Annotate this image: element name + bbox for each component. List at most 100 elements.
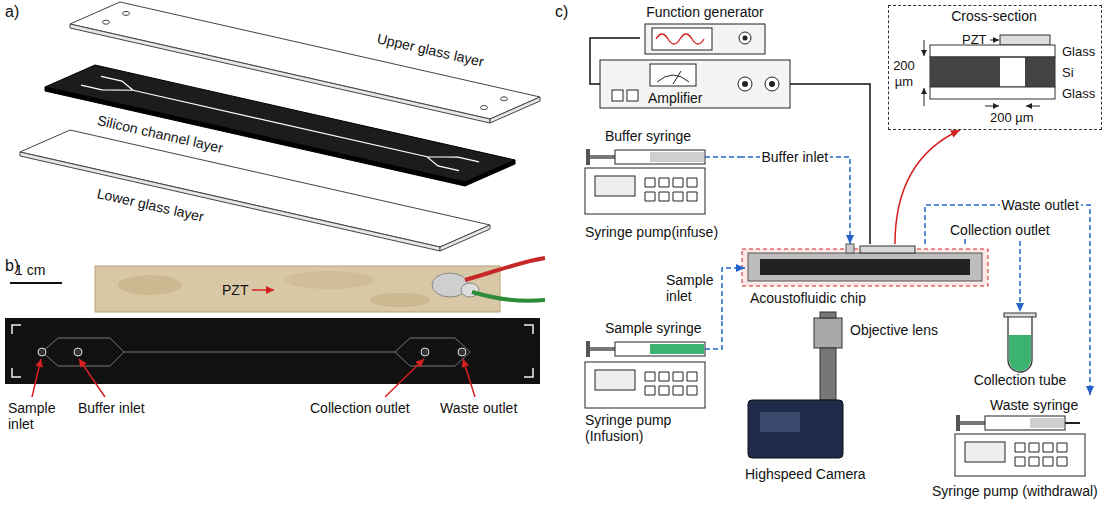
pzt-photo bbox=[95, 266, 500, 312]
node-label: Cross-section bbox=[894, 8, 1094, 24]
plunger-rod bbox=[960, 421, 985, 425]
knob bbox=[738, 77, 752, 91]
connector bbox=[590, 38, 640, 84]
tube-outline bbox=[1008, 317, 1032, 372]
syringe-barrel bbox=[615, 342, 705, 356]
annotation-label: 1 cm bbox=[15, 262, 45, 278]
pump-buttons bbox=[645, 372, 697, 395]
port bbox=[74, 348, 82, 356]
gauge-needle bbox=[657, 71, 689, 84]
annotation-label: Objective lens bbox=[850, 322, 938, 338]
syringe-tip bbox=[1065, 422, 1080, 424]
dimension-arrow bbox=[1026, 106, 1040, 107]
annotation-label: PZT bbox=[222, 282, 248, 298]
tube-fluid bbox=[1009, 335, 1031, 371]
arrow-head bbox=[736, 264, 745, 272]
annotation-label: PZT bbox=[962, 32, 987, 48]
tubing bbox=[705, 320, 722, 349]
cs-glass bbox=[930, 87, 1055, 99]
chip-channel bbox=[42, 338, 470, 366]
equipment-node: Amplifier bbox=[600, 60, 790, 108]
connector-line bbox=[965, 230, 1020, 312]
cs-silicon bbox=[1025, 57, 1055, 87]
chip-body bbox=[748, 253, 982, 281]
arrow-head bbox=[1086, 386, 1094, 395]
tube-rim bbox=[1004, 313, 1036, 317]
equipment-node: Buffer syringeSyringe pump(infuse) bbox=[575, 128, 740, 242]
knob bbox=[743, 36, 748, 41]
annotation-label: 200 µm bbox=[990, 110, 1034, 126]
pump-buttons bbox=[645, 178, 697, 201]
pump-display bbox=[595, 176, 635, 196]
annotation-label: 200 µm bbox=[891, 58, 917, 90]
node-label: Waste syringe bbox=[990, 397, 1078, 413]
port bbox=[421, 348, 429, 356]
knob bbox=[739, 32, 751, 44]
connector bbox=[740, 157, 854, 244]
pointer-arrow bbox=[990, 40, 999, 41]
pump-display bbox=[595, 370, 635, 390]
generator-screen bbox=[652, 28, 712, 50]
pzt-texture bbox=[285, 271, 375, 289]
pump-body bbox=[585, 362, 705, 408]
annotation-label: a) bbox=[5, 2, 19, 21]
syringe-fluid bbox=[650, 344, 704, 354]
cs-pzt bbox=[1000, 35, 1050, 45]
green-wire bbox=[472, 292, 545, 301]
lens-tube bbox=[820, 348, 836, 400]
equipment-node: Collection tube bbox=[968, 312, 1072, 392]
glass-hole bbox=[501, 97, 508, 101]
syringe-fluid bbox=[650, 152, 704, 162]
silicon-end bbox=[465, 160, 515, 186]
connector bbox=[925, 205, 1094, 395]
button bbox=[612, 90, 623, 101]
sine-wave bbox=[656, 34, 704, 44]
pzt-texture bbox=[118, 275, 182, 295]
syringe-fluid bbox=[1030, 418, 1064, 428]
annotation-label: Silicon channel layer bbox=[96, 112, 225, 156]
annotation-label: Glass bbox=[1062, 44, 1095, 60]
pump-body bbox=[585, 168, 705, 214]
node-label: Buffer syringe bbox=[605, 128, 691, 144]
corner-marks bbox=[12, 325, 533, 377]
node-label: Syringe pump (withdrawal) bbox=[932, 483, 1098, 499]
equipment-node: Highspeed Camera bbox=[740, 395, 870, 487]
button bbox=[627, 90, 638, 101]
gauge bbox=[650, 64, 696, 86]
annotation-label: Buffer inlet bbox=[78, 400, 145, 416]
glass-hole bbox=[481, 106, 488, 110]
plunger-thumb bbox=[586, 341, 590, 357]
pzt-texture bbox=[370, 293, 430, 307]
syringe-barrel bbox=[985, 416, 1065, 430]
edge-label: Sample inlet bbox=[664, 272, 720, 304]
plunger-rod bbox=[590, 347, 615, 351]
plunger-rod bbox=[590, 155, 615, 159]
annotation-label: Lower glass layer bbox=[95, 185, 205, 225]
node-label: Function generator bbox=[642, 4, 768, 20]
pump-buttons bbox=[1015, 443, 1067, 466]
port bbox=[38, 348, 46, 356]
equipment-node: Acoustofluidic chip bbox=[745, 244, 985, 308]
plunger-thumb bbox=[586, 149, 590, 165]
annotation-label: Glass bbox=[1062, 86, 1095, 102]
annotation-label: Waste outlet bbox=[440, 400, 517, 416]
chip-frame bbox=[742, 249, 988, 286]
connector-line bbox=[590, 38, 640, 84]
edge-label: Waste outlet bbox=[1000, 197, 1081, 213]
objective-lens bbox=[814, 318, 842, 348]
pump-display bbox=[965, 442, 1005, 462]
glass-hole bbox=[103, 20, 110, 24]
callout-arrow bbox=[79, 359, 105, 397]
lower-glass-end bbox=[440, 225, 490, 251]
node-label: Sample syringe bbox=[605, 320, 702, 336]
arrow-head bbox=[950, 130, 960, 137]
dimension-arrow bbox=[924, 88, 925, 106]
tubing bbox=[705, 156, 740, 158]
chip-photo bbox=[5, 318, 540, 384]
cs-glass bbox=[930, 45, 1055, 57]
node-label: Syringe pump (Infusion) bbox=[585, 412, 685, 444]
inlet-tube bbox=[846, 244, 854, 253]
cs-silicon-outline bbox=[930, 57, 1055, 87]
